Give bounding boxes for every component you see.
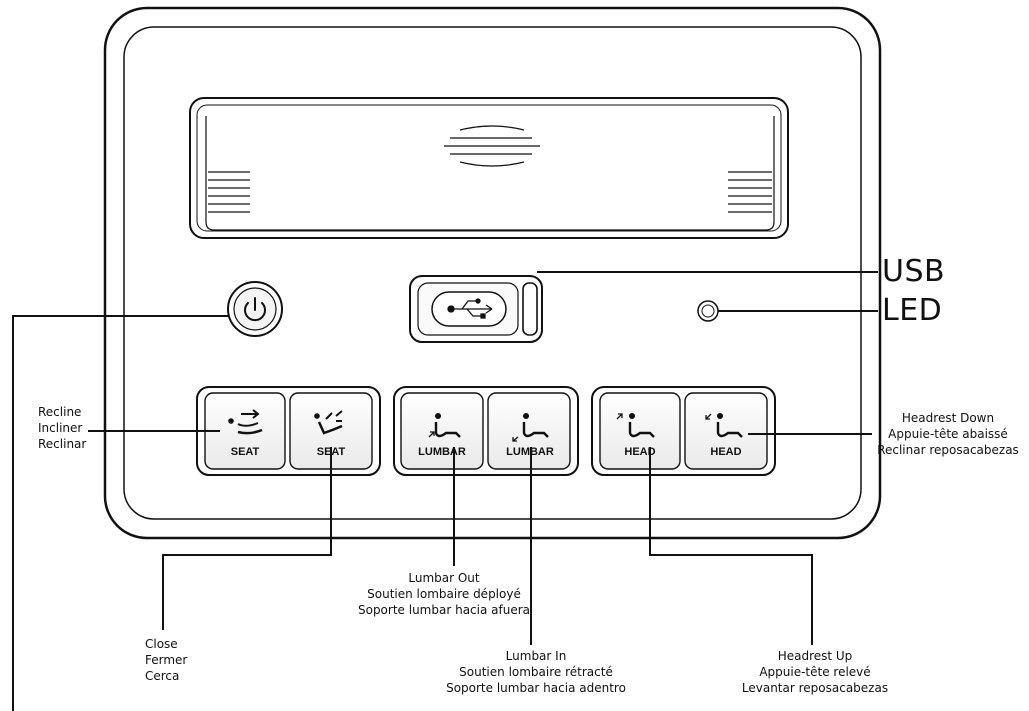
recline-label-fr: Incliner xyxy=(38,421,83,435)
recline-label-en: Recline xyxy=(38,405,82,419)
led-indicator xyxy=(697,300,719,322)
lumbar-in-icon xyxy=(512,413,549,442)
headrest-up-icon xyxy=(616,413,655,438)
lumbar-out-label-en: Lumbar Out xyxy=(408,571,480,585)
close-label-es: Cerca xyxy=(145,669,180,683)
seat-recline-icon xyxy=(228,409,263,435)
headrest-down-label: Headrest Down Appuie-tête abaissé Reclin… xyxy=(873,410,1023,458)
headrest-down-label-fr: Appuie-tête abaissé xyxy=(888,427,1008,441)
leader-lines xyxy=(12,271,878,711)
recline-label: Recline Incliner Reclinar xyxy=(38,404,86,452)
lumbar-out-label: Lumbar Out Soutien lombaire déployé Sopo… xyxy=(324,570,564,618)
headrest-up-leader xyxy=(649,447,813,645)
seat-close-icon xyxy=(314,410,343,435)
storage-tray xyxy=(189,97,789,239)
headrest-up-label: Headrest Up Appuie-tête relevé Levantar … xyxy=(720,648,910,696)
lumbar-out-button[interactable]: LUMBAR xyxy=(400,392,484,470)
usb-icon xyxy=(447,298,493,319)
usb-label: USB xyxy=(882,254,946,289)
lumbar-out-label-es: Soporte lumbar hacia afuera xyxy=(357,603,530,617)
right-vent-icon xyxy=(728,171,772,213)
power-icon xyxy=(244,297,266,322)
lumbar-in-label-es: Soporte lumbar hacia adentro xyxy=(446,681,626,695)
close-label-fr: Fermer xyxy=(145,653,188,667)
lumbar-out-label-fr: Soutien lombaire déployé xyxy=(367,587,521,601)
close-label-en: Close xyxy=(145,637,178,651)
headrest-down-icon xyxy=(705,413,743,438)
seat-recline-caption: SEAT xyxy=(231,446,260,458)
lumbar-in-button[interactable]: LUMBAR xyxy=(487,392,571,470)
seat-recline-button[interactable]: SEAT xyxy=(204,392,286,470)
power-leader xyxy=(12,315,228,711)
lumbar-in-label-en: Lumbar In xyxy=(505,649,567,663)
tray-slot-icon xyxy=(444,125,540,167)
lumbar-out-caption: LUMBAR xyxy=(418,446,466,458)
power-button[interactable] xyxy=(227,281,283,337)
close-leader xyxy=(162,447,332,630)
usb-port[interactable] xyxy=(409,275,543,343)
headrest-up-label-es: Levantar reposacabezas xyxy=(741,681,889,695)
headrest-down-label-es: Reclinar reposacabezas xyxy=(877,443,1019,457)
headrest-down-caption: HEAD xyxy=(710,446,741,458)
headrest-up-label-fr: Appuie-tête relevé xyxy=(759,665,871,679)
lumbar-out-icon xyxy=(428,413,461,438)
recline-label-es: Reclinar xyxy=(38,437,87,451)
left-vent-icon xyxy=(208,171,250,213)
led-label: LED xyxy=(882,293,943,328)
lumbar-in-label-fr: Soutien lombaire rétracté xyxy=(459,665,613,679)
close-label: Close Fermer Cerca xyxy=(145,636,187,684)
headrest-up-caption: HEAD xyxy=(624,446,655,458)
headrest-up-label-en: Headrest Up xyxy=(777,649,853,663)
headrest-down-button[interactable]: HEAD xyxy=(684,392,768,470)
headrest-down-label-en: Headrest Down xyxy=(901,411,995,425)
lumbar-in-label: Lumbar In Soutien lombaire rétracté Sopo… xyxy=(416,648,656,696)
headrest-up-button[interactable]: HEAD xyxy=(599,392,681,470)
